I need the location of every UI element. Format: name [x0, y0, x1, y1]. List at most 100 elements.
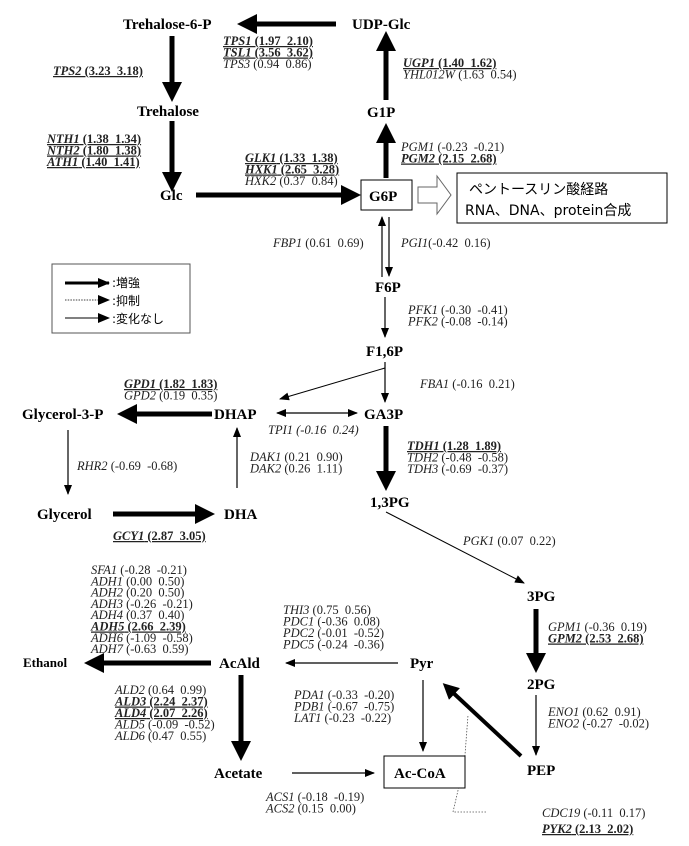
gene-name: TPS1: [223, 34, 251, 48]
arrow-g6p-to-pentose-box: [417, 174, 452, 216]
gene-fold-change-values: (-0.01 -0.52): [314, 626, 384, 640]
gene-fold-change-values: (-0.24 -0.36): [314, 638, 384, 652]
gene-gpd1: GPD1 (1.82 1.83): [124, 377, 217, 391]
gene-fold-change-values: (2.53 2.68): [582, 632, 643, 646]
gene-pdc1: PDC1 (-0.36 0.08): [282, 615, 380, 629]
gene-pgk1: PGK1 (0.07 0.22): [462, 534, 556, 548]
gene-tps2: TPS2 (3.23 3.18): [53, 64, 143, 78]
gene-adh2: ADH2 (0.20 0.50): [90, 586, 184, 600]
gene-group-ugp: UGP1 (1.40 1.62)YHL012W (1.63 0.54): [403, 56, 517, 82]
arrow-pep-to-pyr: [442, 683, 523, 758]
gene-pdb1: PDB1 (-0.67 -0.75): [293, 700, 394, 714]
gene-fold-change-values: (1.63 0.54): [455, 68, 516, 82]
gene-name: THI3: [283, 603, 309, 617]
gene-name: PGI1: [400, 236, 428, 250]
gene-gpm1: GPM1 (-0.36 0.19): [548, 620, 647, 634]
legend-label-enhanced: :増強: [112, 276, 140, 290]
gene-name: TDH3: [407, 462, 438, 476]
gene-name: DAK1: [249, 450, 281, 464]
gene-name: GLK1: [245, 151, 276, 165]
gene-name: TPS3: [223, 57, 250, 71]
metabolite-glycerol: Glycerol: [37, 507, 92, 523]
gene-fold-change-values: (1.28 1.89): [440, 439, 501, 453]
gene-fold-change-values: (-0.42 0.16): [428, 236, 491, 250]
gene-pdc5: PDC5 (-0.24 -0.36): [282, 638, 384, 652]
gene-group-gcy: GCY1 (2.87 3.05): [113, 529, 206, 543]
gene-fold-change-values: (0.47 0.55): [145, 729, 206, 743]
gene-fold-change-values: (-0.16 0.24): [293, 423, 359, 437]
gene-pfk1: PFK1 (-0.30 -0.41): [407, 303, 508, 317]
gene-adh5: ADH5 (2.66 2.39): [90, 620, 186, 634]
gene-name: PDA1: [293, 688, 325, 702]
arrows: [64, 14, 546, 813]
gene-name: ACS1: [265, 790, 294, 804]
gene-tsl1: TSL1 (3.56 3.62): [223, 46, 313, 60]
metabolite-glc: Glc: [160, 188, 183, 204]
gene-tpi1: TPI1 (-0.16 0.24): [268, 423, 359, 437]
gene-name: PFK2: [407, 315, 438, 329]
gene-name: PFK1: [407, 303, 438, 317]
rna-dna-protein-synthesis-label: RNA、DNA、protein合成: [465, 203, 631, 219]
gene-tdh3: TDH3 (-0.69 -0.37): [407, 462, 508, 476]
gene-ald5: ALD5 (-0.09 -0.52): [114, 718, 215, 732]
gene-gpm2: GPM2 (2.53 2.68): [548, 632, 643, 646]
gene-nth2: NTH2 (1.80 1.38): [46, 144, 141, 158]
gene-name: YHL012W: [403, 68, 457, 82]
gene-name: ADH1: [90, 574, 123, 588]
gene-group-tdh: TDH1 (1.28 1.89)TDH2 (-0.48 -0.58)TDH3 (…: [407, 439, 508, 476]
gene-fold-change-values: (3.56 3.62): [251, 46, 312, 60]
gene-group-hxk: GLK1 (1.33 1.38)HXK1 (2.65 3.28)HXK2 (0.…: [244, 151, 339, 188]
gene-lat1: LAT1 (-0.23 -0.22): [293, 711, 391, 725]
gene-sfa1: SFA1 (-0.28 -0.21): [91, 563, 187, 577]
gene-group-dak: DAK1 (0.21 0.90)DAK2 (0.26 1.11): [249, 450, 343, 476]
gene-name: TDH2: [407, 451, 438, 465]
gene-gpd2: GPD2 (0.19 0.35): [124, 389, 217, 403]
legend-box: [51, 263, 191, 334]
gene-name: FBA1: [419, 377, 449, 391]
gene-name: RHR2: [76, 459, 108, 473]
gene-fold-change-values: (-0.67 -0.75): [325, 700, 395, 714]
gene-fold-change-values: (0.19 0.35): [156, 389, 217, 403]
gene-name: ADH4: [90, 608, 123, 622]
gene-fold-change-values: (0.37 0.40): [123, 608, 184, 622]
gene-dak2: DAK2 (0.26 1.11): [249, 462, 342, 476]
gene-adh4: ADH4 (0.37 0.40): [90, 608, 184, 622]
gene-fold-change-values: (0.75 0.56): [309, 603, 370, 617]
gene-hxk2: HXK2 (0.37 0.84): [244, 174, 338, 188]
gene-adh6: ADH6 (-1.09 -0.58): [90, 631, 193, 645]
gene-name: PGK1: [462, 534, 494, 548]
gene-fold-change-values: (0.94 0.86): [250, 57, 311, 71]
gene-group-acs: ACS1 (-0.18 -0.19)ACS2 (0.15 0.00): [265, 790, 364, 816]
gene-fold-change-values: (2.65 3.28): [278, 163, 339, 177]
metabolite-1-3pg: 1,3PG: [370, 495, 410, 511]
gene-name: PGM2: [401, 152, 435, 166]
gene-name: NTH2: [46, 144, 80, 158]
gene-fold-change-values: (0.20 0.50): [123, 586, 184, 600]
gene-name: PYK2: [542, 822, 572, 836]
gene-fold-change-values: (-0.26 -0.21): [123, 597, 193, 611]
gene-dak1: DAK1 (0.21 0.90): [249, 450, 343, 464]
gene-fold-change-values: (0.00 0.50): [123, 574, 184, 588]
gene-pgm2: PGM2 (2.15 2.68): [401, 152, 496, 166]
gene-pgm1: PGM1 (-0.23 -0.21): [400, 140, 504, 154]
gene-gcy1: GCY1 (2.87 3.05): [113, 529, 206, 543]
gene-name: ALD2: [114, 683, 145, 697]
gene-name: TDH1: [407, 439, 440, 453]
metabolite-f6p: F6P: [375, 280, 401, 296]
gene-fold-change-values: (2.24 2.37): [146, 695, 207, 709]
gene-pgi1: PGI1(-0.42 0.16): [400, 236, 491, 250]
gene-group-eno: ENO1 (0.62 0.91)ENO2 (-0.27 -0.02): [547, 705, 649, 731]
gene-acs1: ACS1 (-0.18 -0.19): [265, 790, 364, 804]
gene-name: GPM2: [548, 632, 582, 646]
gene-name: FBP1: [272, 236, 302, 250]
gene-pdc2: PDC2 (-0.01 -0.52): [282, 626, 384, 640]
metabolite-acald: AcAld: [219, 656, 260, 672]
metabolite-trehalose-6-p: Trehalose-6-P: [123, 17, 212, 33]
gene-fold-change-values: (1.40 1.41): [78, 155, 139, 169]
gene-pda1: PDA1 (-0.33 -0.20): [293, 688, 394, 702]
gene-adh1: ADH1 (0.00 0.50): [90, 574, 184, 588]
arrow-bpg-to-3pg: [385, 511, 525, 584]
arrow-f16p-to-dhap: [279, 367, 386, 401]
metabolite-g1p: G1P: [367, 105, 395, 121]
gene-name: ALD5: [114, 718, 145, 732]
